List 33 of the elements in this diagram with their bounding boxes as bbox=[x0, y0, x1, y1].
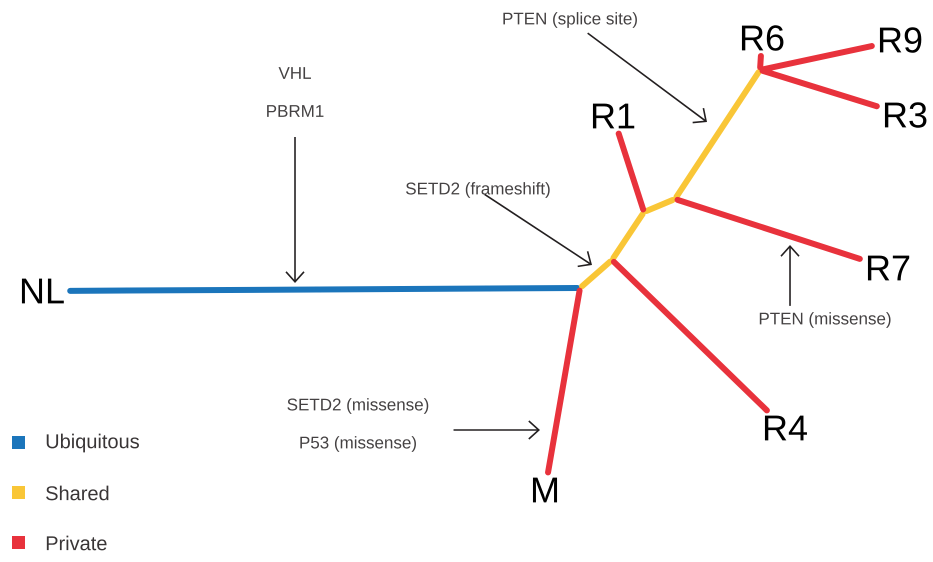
leaf-label: R9 bbox=[880, 27, 922, 53]
arrow bbox=[454, 420, 540, 440]
leaf-label: R4 bbox=[764, 416, 807, 440]
mutation-label: PTEN (missense) bbox=[760, 312, 891, 328]
tree-branch bbox=[760, 68, 880, 110]
tree-branch bbox=[545, 288, 583, 476]
tree-branch bbox=[757, 52, 764, 70]
leaf-label: M bbox=[532, 478, 558, 502]
tree-branch bbox=[674, 69, 762, 200]
mutation-label: SETD2 (frameshift) bbox=[406, 182, 550, 198]
mutation-label: VHL PBRM1 bbox=[267, 67, 324, 117]
arrow bbox=[285, 137, 305, 283]
leaf-label: R3 bbox=[884, 102, 926, 128]
tree-branch bbox=[616, 130, 646, 212]
tree-branch bbox=[644, 197, 676, 214]
leaf-label: R6 bbox=[742, 25, 784, 51]
legend-label: Shared bbox=[46, 486, 108, 500]
leaf-label: R1 bbox=[592, 104, 634, 128]
mutation-label: PTEN (splice site) bbox=[503, 12, 637, 28]
leaf-label: NL bbox=[22, 278, 64, 304]
legend-label: Ubiquitous bbox=[46, 434, 139, 452]
leaf-label: R7 bbox=[868, 256, 910, 280]
arrow bbox=[780, 245, 800, 306]
mutation-label: SETD2 (missense) P53 (missense) bbox=[287, 398, 428, 452]
arrow bbox=[484, 194, 592, 268]
legend-label: Private bbox=[46, 536, 107, 550]
arrow bbox=[587, 32, 708, 124]
tree-branch bbox=[760, 43, 875, 72]
tree-branch bbox=[67, 285, 580, 294]
tree-branch bbox=[674, 196, 863, 262]
tree-branch bbox=[610, 211, 646, 261]
tree-branch bbox=[579, 258, 613, 290]
tree-branch bbox=[610, 258, 770, 414]
